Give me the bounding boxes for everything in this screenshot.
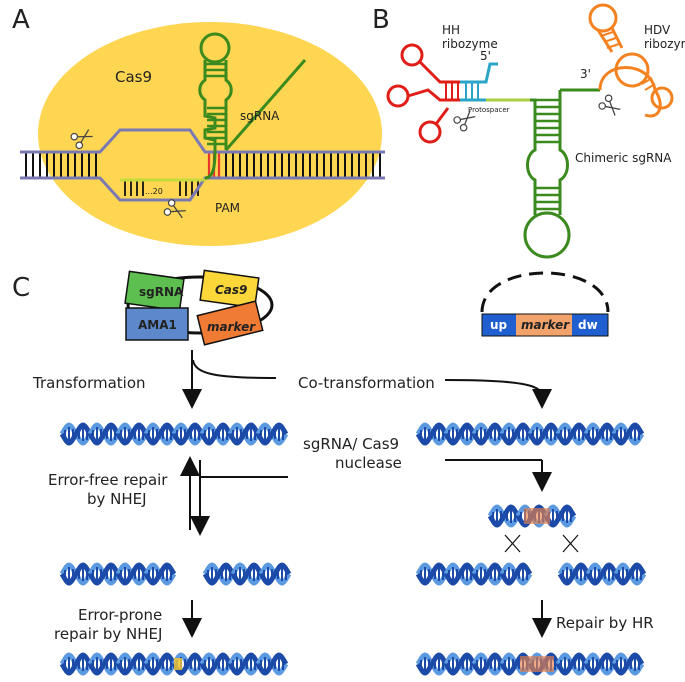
donor-dw-label: dw (578, 318, 598, 332)
helix-broken-left-b (205, 565, 289, 583)
errorfree-line2: by NHEJ (87, 490, 147, 508)
plasmid-ama1-box (125, 307, 189, 341)
plasmid-sgrna-box (124, 270, 185, 312)
helix-left-1 (62, 425, 286, 443)
panel-b-letter: B (372, 5, 390, 35)
cas9-ellipse (38, 22, 382, 246)
donor-marker-label: marker (521, 318, 570, 332)
sgrna-label: sgRNA (240, 109, 280, 123)
crossover-marks (504, 534, 579, 553)
donor-up-label: up (490, 318, 508, 332)
sgrna-hairpin (198, 32, 307, 180)
chimeric-label: Chimeric sgRNA (575, 151, 672, 165)
transformation-label: Transformation (32, 374, 146, 392)
n20-label: ...20 (145, 187, 163, 196)
scissors-icon (597, 93, 624, 120)
plasmid-cas9-label: Cas9 (215, 283, 247, 297)
three-prime-label: 3' (580, 67, 591, 81)
errorfree-line1: Error-free repair (48, 471, 168, 489)
chimeric-sgrna (523, 88, 600, 259)
nuclease-line1: sgRNA/ Cas9 (303, 435, 399, 453)
plasmid-cas9-box (199, 269, 260, 309)
dna-bottom-strand (20, 176, 385, 202)
hh-label-line1: HH (442, 23, 460, 37)
plasmid-ama1-label: AMA1 (138, 318, 177, 332)
transformation-arrows (182, 350, 552, 409)
five-prime-label: 5' (480, 49, 491, 63)
repair-arrows (182, 600, 552, 638)
helix-broken-left-a (62, 565, 174, 583)
plasmid-marker-label: marker (207, 320, 256, 334)
cotransformation-label: Co-transformation (298, 374, 435, 392)
plasmid: sgRNA Cas9 AMA1 marker (124, 269, 274, 346)
protospacer-label: Protospacer (468, 106, 510, 114)
panel-a-letter: A (12, 5, 30, 35)
hdv-rungs (600, 31, 656, 91)
hdv-label-line1: HDV (644, 23, 671, 37)
helix-right-1 (418, 425, 642, 443)
errorprone-line2: repair by NHEJ (54, 625, 162, 643)
sgrna-stem-rungs (205, 62, 226, 146)
teal-rungs (465, 82, 479, 100)
plasmid-marker-box (196, 300, 264, 346)
dna-rungs-left (25, 152, 97, 178)
pam-label: PAM (215, 201, 240, 215)
cas9-label: Cas9 (115, 68, 152, 86)
helix-broken-right-b (560, 565, 644, 583)
nuclease-line2: nuclease (335, 454, 402, 472)
helix-broken-right-a (418, 565, 530, 583)
helix-final-left (62, 655, 286, 673)
panel-c-letter: C (12, 273, 30, 303)
hdv-ribozyme (588, 3, 674, 118)
dna-rungs-right (225, 152, 381, 178)
panel-c: C sgRNA Cas9 AMA1 marker up marker dw (12, 269, 654, 673)
hh-ribozyme (386, 43, 460, 144)
chimeric-rungs (535, 98, 560, 211)
dna-top-strand (20, 128, 385, 154)
donor-dna: up marker dw (480, 271, 610, 337)
hh-label-line2: ribozyme (442, 37, 498, 51)
panel-a: A Cas9 (12, 5, 385, 246)
panel-b: B HH ribozyme 5' Protospacer (372, 3, 685, 259)
nuclease-arrows (180, 456, 552, 536)
plasmid-sgrna-label: sgRNA (139, 285, 184, 299)
hh-rungs (445, 82, 459, 100)
errorprone-line1: Error-prone (78, 606, 162, 624)
helix-final-right (418, 655, 642, 673)
hr-label: Repair by HR (556, 614, 654, 632)
helix-cut-right (490, 507, 574, 525)
hdv-label-line2: ribozyme (644, 37, 685, 51)
